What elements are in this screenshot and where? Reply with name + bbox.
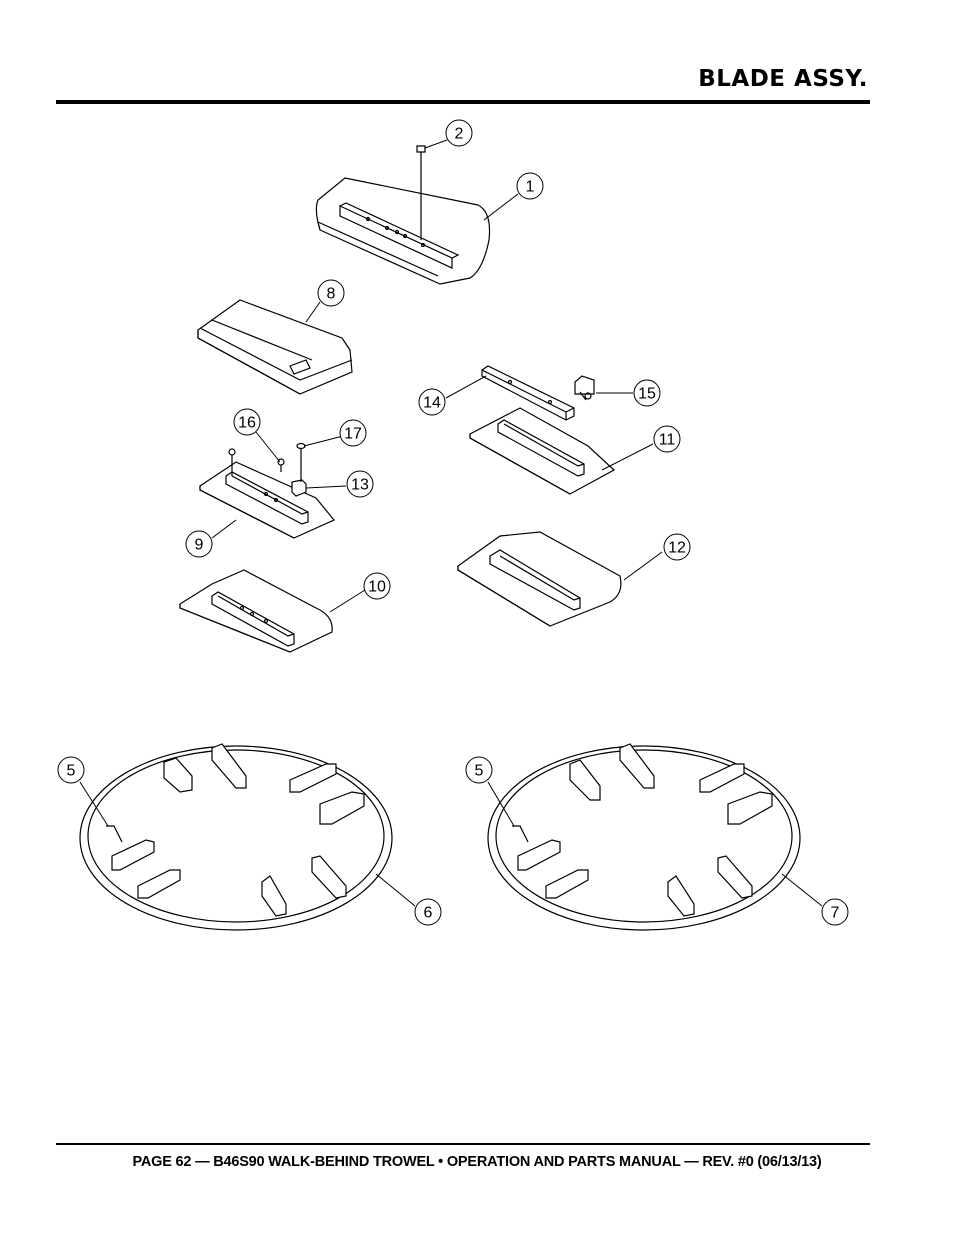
callout-9 (185, 530, 213, 558)
callout-15 (633, 379, 661, 407)
callout-6 (414, 898, 442, 926)
callout-17-label: 17 (344, 426, 362, 443)
callout-14-label: 14 (423, 395, 441, 412)
header-rule (56, 100, 870, 104)
callout-16-label: 16 (238, 415, 256, 432)
callout-7 (821, 898, 849, 926)
callout-6-label: 6 (424, 905, 433, 922)
callouts (57, 119, 849, 926)
leader-lines (79, 139, 823, 907)
footer-rule (56, 1143, 870, 1145)
part-2-bolt (416, 145, 426, 240)
part-8-combo-blade (197, 299, 353, 395)
part-9-blade (199, 461, 335, 539)
callout-12 (663, 533, 691, 561)
callout-17 (339, 419, 367, 447)
callout-5a-label: 5 (67, 763, 76, 780)
callout-11-label: 11 (659, 432, 676, 449)
callout-2 (445, 119, 473, 147)
callout-9-label: 9 (195, 537, 204, 554)
callout-12-label: 12 (668, 540, 686, 557)
part-14-bar (481, 365, 575, 421)
callout-8 (317, 279, 345, 307)
callout-15-label: 15 (638, 386, 656, 403)
part-6-pan (79, 743, 393, 931)
part-17-bolt (296, 442, 306, 482)
part-15-pin (574, 375, 595, 401)
callout-5b-label: 5 (475, 763, 484, 780)
callout-16 (233, 408, 261, 436)
callout-11 (653, 425, 681, 453)
callout-7-label: 7 (831, 905, 840, 922)
callout-10 (363, 572, 391, 600)
part-7-pan (487, 743, 801, 931)
callout-13-label: 13 (351, 477, 369, 494)
callout-1 (516, 172, 544, 200)
callout-8-label: 8 (327, 286, 336, 303)
callout-14 (418, 388, 446, 416)
page-title: BLADE ASSY. (698, 66, 868, 92)
callout-13 (346, 470, 374, 498)
part-16-bolt (228, 448, 285, 476)
callout-5a (57, 756, 85, 784)
part-10-blade (179, 569, 333, 653)
part-12-blade (457, 531, 622, 627)
callout-5b (465, 756, 493, 784)
callout-2-label: 2 (455, 126, 464, 143)
part-11-finishing-blade (469, 407, 616, 495)
callout-1-label: 1 (526, 179, 535, 196)
callout-10-label: 10 (368, 579, 386, 596)
page-footer: PAGE 62 — B46S90 WALK-BEHIND TROWEL • OP… (132, 1154, 822, 1170)
part-1-blade (315, 177, 491, 285)
